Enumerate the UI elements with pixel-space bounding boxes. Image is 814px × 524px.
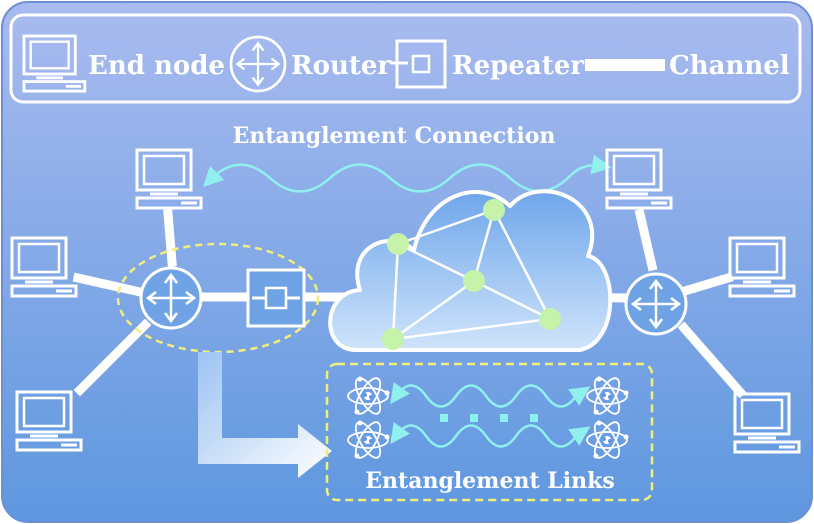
channel-right (682, 272, 734, 296)
cloud-node (463, 270, 485, 292)
legend-channel-label: Channel (669, 51, 790, 81)
entanglement-link-wave-top (390, 382, 591, 408)
channel-bottom-left (73, 318, 152, 397)
legend-channel-icon (585, 59, 665, 71)
channel-left (72, 272, 146, 298)
cloud-node (387, 233, 409, 255)
entanglement-connection-label: Entanglement Connection (233, 123, 556, 149)
channel-top-right (634, 208, 658, 272)
legend-repeater-icon (391, 39, 447, 89)
channel-top-left (163, 209, 177, 267)
legend: End node Router Repeater Channel (9, 13, 802, 104)
ellipsis-dots (440, 414, 538, 422)
expand-arrow (198, 352, 332, 478)
cloud-icon (328, 189, 613, 352)
entanglement-connection-wave (202, 154, 612, 193)
entanglement-link-wave-bottom (390, 422, 591, 448)
cloud-node (539, 308, 561, 330)
entanglement-links-box (325, 362, 654, 502)
router-right-icon (624, 272, 688, 336)
cloud-node (382, 328, 404, 350)
channels (72, 208, 747, 399)
legend-repeater-label: Repeater (452, 51, 584, 81)
cloud-node (483, 199, 505, 221)
legend-router-icon (229, 35, 287, 93)
cloud-nodes (382, 199, 561, 350)
legend-end-node-label: End node (88, 51, 225, 81)
channel-bottom-right (677, 321, 747, 399)
cloud-graph (391, 208, 552, 341)
legend-frame (9, 13, 802, 104)
legend-router-label: Router (291, 51, 391, 81)
repeater-icon (246, 268, 306, 328)
router-left-icon (139, 266, 203, 330)
entanglement-links-label: Entanglement Links (365, 468, 614, 494)
